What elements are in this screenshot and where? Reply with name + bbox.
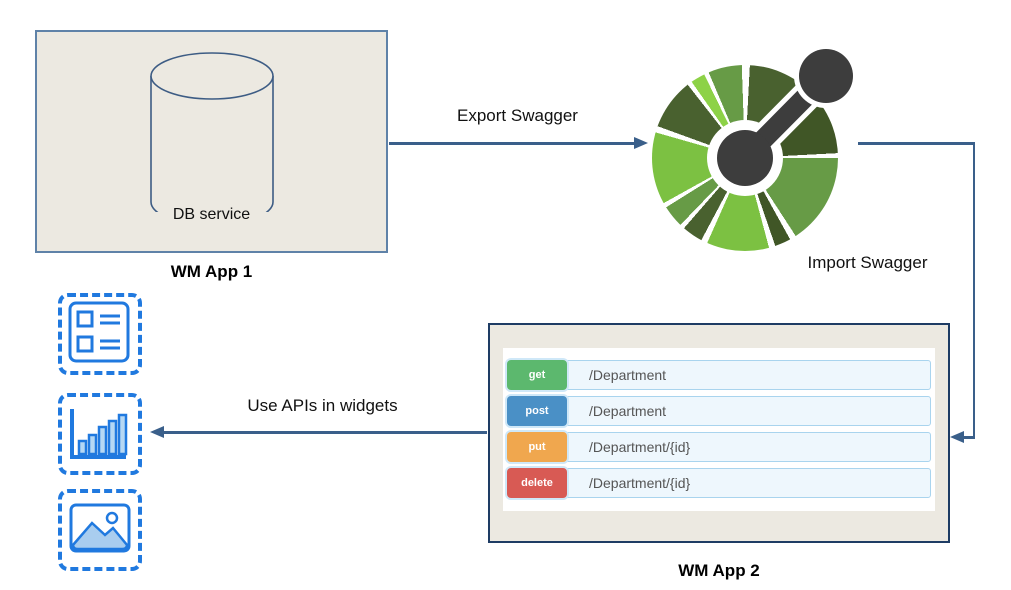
use-apis-arrowhead-icon — [150, 426, 164, 438]
swagger-hub — [717, 130, 773, 186]
import-line-vertical — [972, 142, 975, 438]
import-arrowhead-icon — [950, 431, 964, 443]
api-path: /Department — [589, 403, 667, 419]
wm-app2-label: WM App 2 — [678, 561, 760, 580]
import-line-bottom — [962, 436, 975, 439]
api-path: /Department/{id} — [589, 439, 691, 455]
image-widget-icon — [58, 489, 142, 571]
method-badge-delete: delete — [507, 468, 567, 498]
method-badge-put: put — [507, 432, 567, 462]
export-arrow-line — [389, 142, 636, 145]
db-service-label: DB service — [172, 206, 251, 223]
use-apis-line — [164, 431, 487, 434]
chart-widget-icon — [58, 393, 142, 475]
api-list-panel: get /Department post /Department put /De… — [503, 348, 935, 511]
api-path: /Department — [589, 367, 667, 383]
api-path: /Department/{id} — [589, 475, 691, 491]
export-arrowhead-icon — [634, 137, 648, 149]
api-row-post: post /Department — [507, 396, 931, 426]
api-row-put: put /Department/{id} — [507, 432, 931, 462]
method-badge-get: get — [507, 360, 567, 390]
swagger-logo-icon — [648, 48, 888, 258]
form-widget-icon — [58, 293, 142, 375]
database-cylinder-icon — [150, 52, 274, 226]
import-line-top — [858, 142, 975, 145]
api-row-delete: delete /Department/{id} — [507, 468, 931, 498]
import-swagger-label: Import Swagger — [807, 253, 928, 272]
method-badge-post: post — [507, 396, 567, 426]
export-swagger-label: Export Swagger — [457, 106, 578, 125]
swagger-pin-head — [799, 49, 853, 103]
api-row-get: get /Department — [507, 360, 931, 390]
use-apis-label: Use APIs in widgets — [247, 396, 398, 415]
wm-app1-label: WM App 1 — [170, 262, 253, 281]
